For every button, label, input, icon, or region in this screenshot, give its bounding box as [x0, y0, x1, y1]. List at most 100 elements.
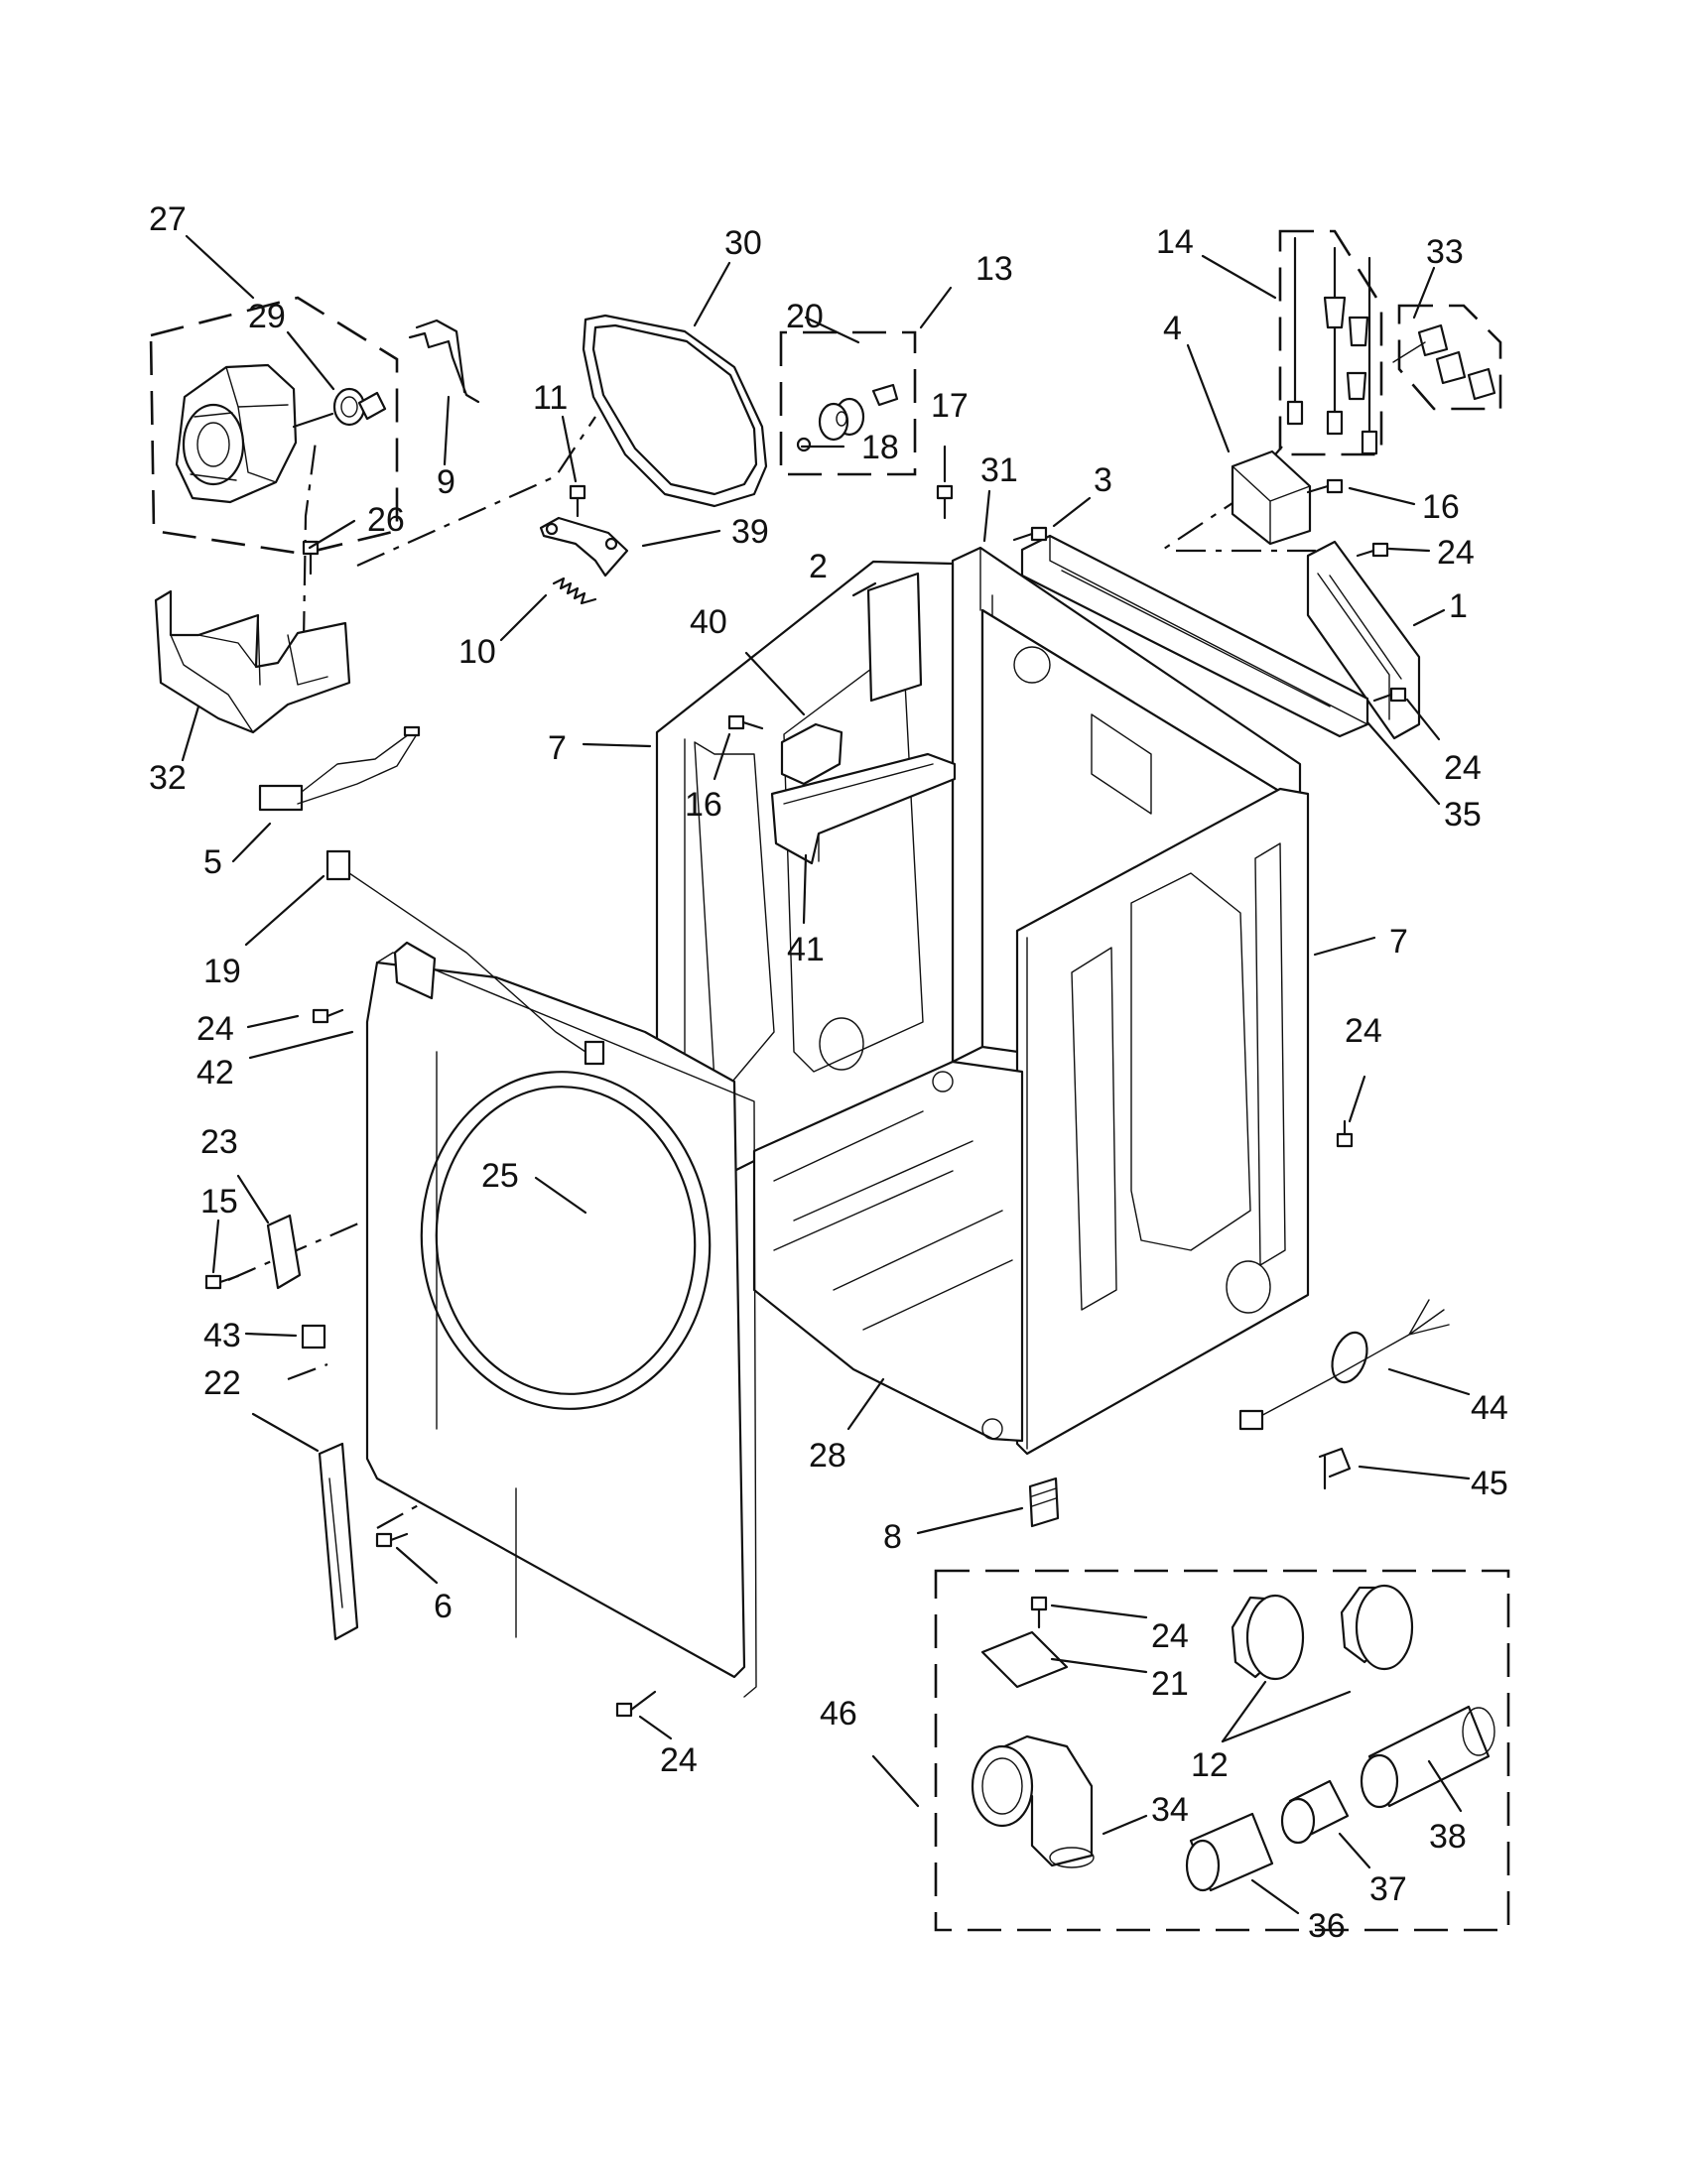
- screw-16-top: [1306, 478, 1344, 494]
- callout-20: 20: [786, 298, 824, 335]
- callout-22: 22: [203, 1364, 241, 1402]
- callout-36: 36: [1308, 1907, 1346, 1945]
- screw-24-kit: [1030, 1596, 1048, 1629]
- terminal-block-4: [1231, 450, 1312, 546]
- screw-17: [936, 484, 954, 520]
- drive-belt-30: [582, 314, 768, 508]
- motor-mount-32: [154, 589, 351, 734]
- terminal-wires-14: [1286, 236, 1378, 455]
- callout-8: 8: [883, 1518, 902, 1556]
- part-43: [301, 1324, 326, 1349]
- callout-17: 17: [931, 387, 969, 425]
- elbow-34: [971, 1734, 1095, 1868]
- callout-31: 31: [980, 451, 1018, 489]
- callout-38: 38: [1429, 1818, 1467, 1856]
- base-28: [752, 1060, 1024, 1443]
- callout-14: 14: [1156, 223, 1194, 261]
- callout-33: 33: [1426, 233, 1464, 271]
- door-switch-23: [266, 1214, 302, 1290]
- callout-34: 34: [1151, 1791, 1189, 1829]
- callout-12: 12: [1191, 1746, 1229, 1784]
- callout-10: 10: [458, 633, 496, 671]
- callout-7-right: 7: [1389, 923, 1408, 961]
- callout-24-board: 24: [1437, 534, 1475, 572]
- callout-41: 41: [787, 931, 825, 968]
- callout-13: 13: [975, 250, 1013, 288]
- callout-27: 27: [149, 200, 187, 238]
- pulley-parts-13: [796, 383, 899, 452]
- group-27-motor-box: [149, 296, 399, 556]
- label-2: [866, 572, 923, 703]
- side-panel-right-7: [1015, 787, 1310, 1456]
- callout-35: 35: [1444, 796, 1482, 834]
- screw-24-right: [1336, 1119, 1354, 1148]
- callout-16-mid: 16: [685, 786, 722, 824]
- group-13-box: [779, 330, 917, 476]
- callout-24-right: 24: [1345, 1012, 1382, 1050]
- callout-1: 1: [1449, 587, 1468, 625]
- duct-38: [1360, 1705, 1495, 1809]
- plate-21: [980, 1630, 1069, 1689]
- callout-24-rail: 24: [1444, 749, 1482, 787]
- leader-arrows: [181, 234, 1471, 1915]
- vent-hood-12b: [1340, 1584, 1414, 1671]
- harness-5: [258, 725, 421, 812]
- wire-nuts-33: [1392, 323, 1496, 401]
- callout-labels: 27 29 9 26 32 5 30 11 39 10 13 20 18 17 …: [149, 200, 1508, 1945]
- screw-15: [204, 1274, 240, 1290]
- callout-28: 28: [809, 1437, 846, 1475]
- callout-46: 46: [820, 1695, 857, 1733]
- callout-6: 6: [434, 1588, 453, 1625]
- group-33-box: [1397, 304, 1502, 411]
- callout-43: 43: [203, 1317, 241, 1354]
- adapter-36: [1185, 1812, 1274, 1892]
- callout-18: 18: [861, 429, 899, 466]
- callout-23: 23: [200, 1123, 238, 1161]
- screw-24-rail: [1372, 687, 1407, 703]
- clip-45: [1318, 1447, 1352, 1490]
- callout-15: 15: [200, 1183, 238, 1220]
- callout-16-top: 16: [1422, 488, 1460, 526]
- strip-22: [318, 1442, 359, 1641]
- coupler-37: [1280, 1779, 1350, 1845]
- callout-37: 37: [1369, 1870, 1407, 1908]
- screw-24-front-top: [312, 1008, 344, 1024]
- callout-24-front-top: 24: [196, 1010, 234, 1048]
- callout-42: 42: [196, 1054, 234, 1092]
- group-46-box: [934, 1569, 1510, 1932]
- callout-19: 19: [203, 953, 241, 990]
- callout-24-kit: 24: [1151, 1617, 1189, 1655]
- callout-32: 32: [149, 759, 187, 797]
- callout-24-front-bottom: 24: [660, 1741, 698, 1779]
- callout-25: 25: [481, 1157, 519, 1195]
- power-cord-44: [1238, 1299, 1450, 1431]
- callout-40: 40: [690, 603, 727, 641]
- screw-6: [375, 1532, 409, 1548]
- spring-10: [552, 577, 597, 605]
- callout-7-left: 7: [548, 729, 567, 767]
- callout-3: 3: [1094, 461, 1112, 499]
- harness-19: [325, 849, 605, 1066]
- callout-4: 4: [1163, 310, 1182, 347]
- screw-24-board: [1356, 542, 1389, 558]
- group-14-box: [1278, 229, 1383, 456]
- callout-26: 26: [367, 501, 405, 539]
- front-panel-42: [365, 941, 757, 1698]
- callout-9: 9: [437, 463, 455, 501]
- bracket-40: [780, 722, 844, 786]
- screw-3: [1012, 526, 1048, 542]
- leveling-foot-8: [1028, 1477, 1060, 1528]
- idler-bracket-39: [539, 484, 629, 578]
- drive-motor: [175, 363, 387, 504]
- motor-clamp-9: [408, 319, 480, 404]
- callout-30: 30: [724, 224, 762, 262]
- screw-24-front-bottom: [615, 1690, 657, 1718]
- callout-21: 21: [1151, 1665, 1189, 1703]
- callout-45: 45: [1471, 1465, 1508, 1502]
- callout-5: 5: [203, 843, 222, 881]
- screw-16-mid: [727, 714, 764, 730]
- vent-hood-12a: [1231, 1594, 1305, 1681]
- callout-29: 29: [248, 298, 286, 335]
